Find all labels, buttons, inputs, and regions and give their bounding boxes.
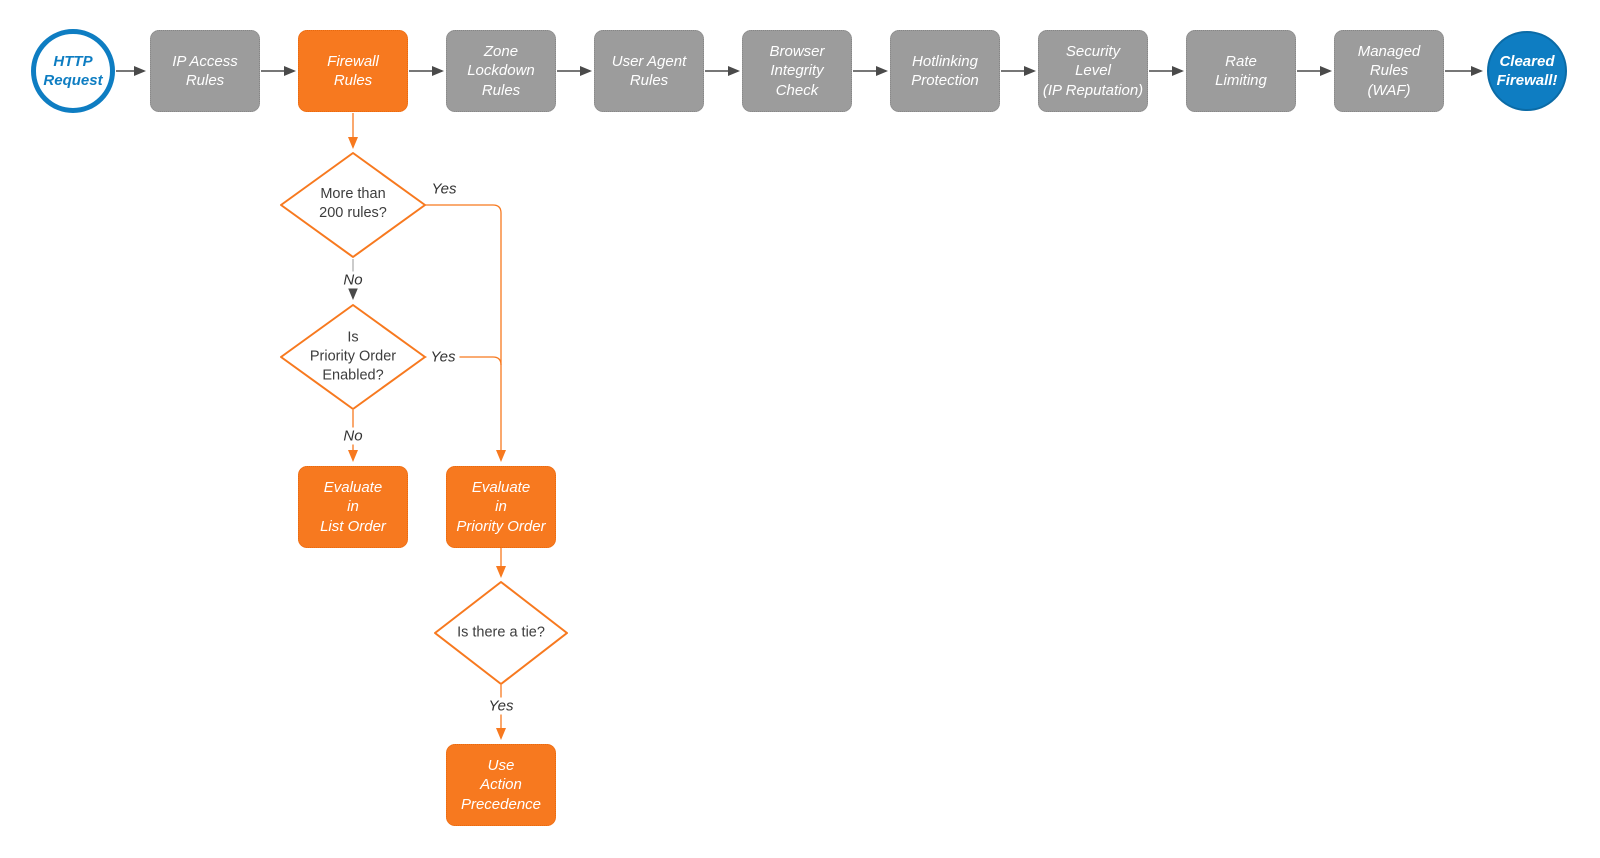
- decision-tie-shape: [434, 581, 568, 685]
- stage-rate-limiting: Rate Limiting: [1186, 30, 1296, 112]
- stage-browser-integrity-check: Browser Integrity Check: [742, 30, 852, 112]
- action-use-action-precedence: Use Action Precedence: [446, 744, 556, 826]
- decision-rule-count-shape: [280, 152, 426, 258]
- node-http-request: HTTP Request: [31, 29, 115, 113]
- stage-hotlinking-protection: Hotlinking Protection: [890, 30, 1000, 112]
- label-tie-yes: Yes: [484, 697, 518, 715]
- stage-managed-rules-waf: Managed Rules (WAF): [1334, 30, 1444, 112]
- label-priority-order-no: No: [339, 427, 367, 445]
- stage-firewall-rules: Firewall Rules: [298, 30, 408, 112]
- stage-security-level: Security Level (IP Reputation): [1038, 30, 1148, 112]
- action-evaluate-priority-order: Evaluate in Priority Order: [446, 466, 556, 548]
- decision-rule-count-question: More than 200 rules?: [319, 186, 387, 221]
- action-evaluate-list-order: Evaluate in List Order: [298, 466, 408, 548]
- edge-priority-order-yes: [425, 356, 502, 366]
- node-cleared-firewall: Cleared Firewall!: [1487, 31, 1567, 111]
- stage-zone-lockdown-rules: Zone Lockdown Rules: [446, 30, 556, 112]
- decision-tie-question: Is there a tie?: [457, 624, 545, 641]
- edge-rule-count-yes: [425, 204, 506, 462]
- stage-user-agent-rules: User Agent Rules: [594, 30, 704, 112]
- decision-priority-order-question: Is Priority Order Enabled?: [309, 329, 397, 384]
- label-priority-order-yes: Yes: [426, 348, 460, 366]
- decision-priority-order-shape: [280, 304, 426, 410]
- stage-ip-access-rules: IP Access Rules: [150, 30, 260, 112]
- label-rule-count-yes: Yes: [427, 180, 461, 198]
- label-rule-count-no: No: [339, 271, 367, 289]
